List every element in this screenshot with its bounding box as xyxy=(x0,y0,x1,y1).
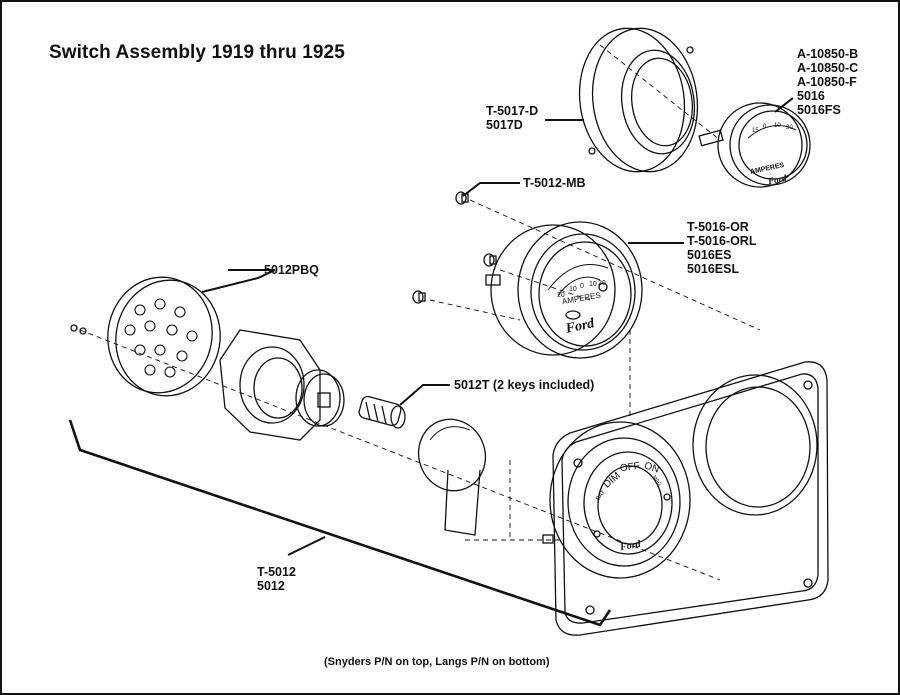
part-number: A-10850-B xyxy=(797,47,859,61)
lock-cylinder-drawing xyxy=(358,395,406,429)
leader-base-plate xyxy=(201,269,276,293)
leader-lock-cylinder xyxy=(399,384,450,406)
part-number: 5012T (2 keys included) xyxy=(454,378,595,392)
leader-switch-assembly xyxy=(287,536,326,556)
switch-pos-bat: BAT xyxy=(595,489,607,502)
part-number: T-5012-MB xyxy=(523,176,586,190)
large-scale-4: 20 xyxy=(598,280,606,287)
small-ammeter-drawing xyxy=(698,102,811,188)
label-ammeter-large: T-5016-OR T-5016-ORL 5016ES 5016ESL xyxy=(687,220,756,276)
part-number: 5016 xyxy=(797,89,825,103)
base-plate-drawing xyxy=(107,276,221,397)
switch-assembly-bracket xyxy=(68,419,612,627)
switch-pos-dim: DIM xyxy=(602,470,623,490)
part-number: A-10850-F xyxy=(797,75,857,89)
mount-screws-drawing xyxy=(70,253,497,335)
screw-drawing xyxy=(455,191,469,205)
switch-housing-drawing xyxy=(219,329,321,441)
small-scale-2: 10 xyxy=(774,123,781,129)
label-screw: T-5012-MB xyxy=(523,176,586,190)
part-number: T-5017-D xyxy=(486,104,539,118)
part-number: 5012 xyxy=(257,579,285,593)
part-number: 5012PBQ xyxy=(264,263,319,277)
small-scale-3: 20 xyxy=(786,125,793,131)
assembly-axis-lines xyxy=(79,44,761,581)
large-scale-2: 0 xyxy=(580,283,584,290)
switch-lever-drawing xyxy=(417,418,487,536)
small-scale-0: 15 xyxy=(752,128,759,134)
part-number: T-5012 xyxy=(257,565,296,579)
leader-ammeter-small xyxy=(774,97,794,113)
part-number: 5016FS xyxy=(797,103,841,117)
large-brand-text: Ford xyxy=(563,316,596,337)
label-switch-assembly: T-5012 5012 xyxy=(257,565,296,593)
part-number: T-5016-OR xyxy=(687,220,749,234)
large-scale-3: 10 xyxy=(589,281,597,288)
leader-screw xyxy=(462,182,520,197)
footnote: (Snyders P/N on top, Langs P/N on bottom… xyxy=(324,656,550,668)
label-ammeter-small: A-10850-B A-10850-C A-10850-F 5016 5016F… xyxy=(797,47,858,117)
switch-pos-mag: MAG xyxy=(651,474,663,487)
label-bezel: T-5017-D 5017D xyxy=(486,104,538,132)
large-scale-1: 10 xyxy=(569,286,577,293)
diagram-title: Switch Assembly 1919 thru 1925 xyxy=(49,42,345,63)
part-number: 5017D xyxy=(486,118,523,132)
large-scale-0: 20 xyxy=(557,292,565,299)
leader-lines xyxy=(201,97,794,556)
switch-face: BAT DIM OFF ON MAG Ford xyxy=(595,460,662,553)
small-brand-text: Ford xyxy=(766,173,788,187)
instrument-panel-drawing xyxy=(542,361,829,636)
switch-pos-off: OFF xyxy=(619,461,640,475)
large-ammeter-drawing xyxy=(485,221,643,359)
part-number: 5016ES xyxy=(687,248,732,262)
label-base-plate: 5012PBQ xyxy=(264,263,319,277)
part-number: T-5016-ORL xyxy=(687,234,757,248)
large-amperes-text: AMPERES xyxy=(561,291,601,307)
part-number: A-10850-C xyxy=(797,61,859,75)
part-number: 5016ESL xyxy=(687,262,740,276)
bezel-ring-drawing xyxy=(578,27,699,173)
switch-pos-on: ON xyxy=(643,460,661,475)
label-lock-cylinder: 5012T (2 keys included) xyxy=(454,378,594,392)
switch-brand-text: Ford xyxy=(618,539,642,554)
rotor-drawing xyxy=(295,369,345,427)
small-scale-1: 0 xyxy=(763,124,767,130)
